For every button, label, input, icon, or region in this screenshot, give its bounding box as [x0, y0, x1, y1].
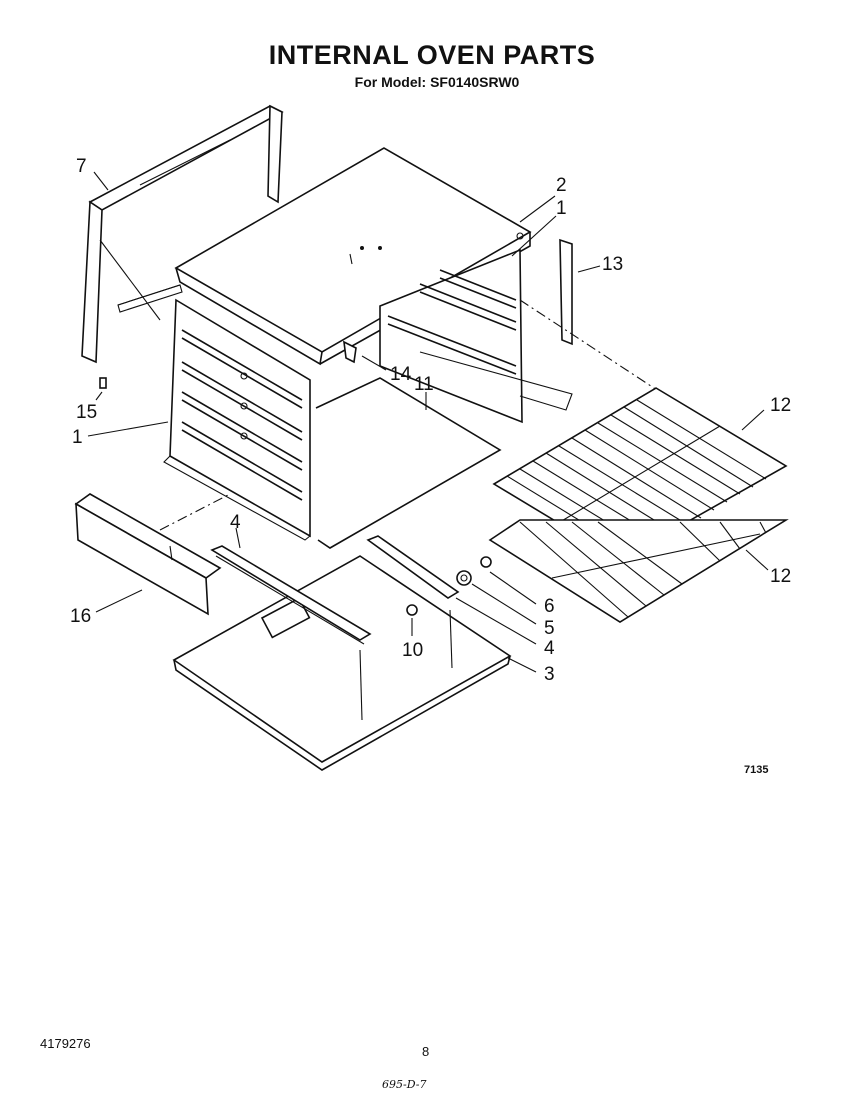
callout-14: 14 [390, 364, 412, 385]
callout-7: 7 [76, 156, 87, 177]
callout-12-top: 12 [770, 395, 791, 416]
part-12-oven-rack-bottom [488, 519, 789, 623]
part-5-bearing [456, 570, 472, 586]
page-number: 8 [422, 1044, 430, 1059]
part-15-screw [99, 377, 107, 389]
callout-4-right: 4 [544, 638, 555, 659]
document-number: 4179276 [40, 1036, 91, 1051]
part-1-left-side-panel [163, 298, 311, 541]
callout-3: 3 [544, 664, 555, 685]
handwritten-code: 695-D-7 [382, 1078, 427, 1091]
figure-number: 7135 [744, 764, 769, 776]
callout-12-bottom: 12 [770, 566, 791, 587]
callout-16: 16 [70, 606, 91, 627]
callout-4-left: 4 [230, 512, 241, 533]
callout-1-left: 1 [72, 427, 83, 448]
leader-lines [87, 171, 769, 673]
callout-11: 11 [414, 374, 434, 395]
page-title: INTERNAL OVEN PARTS [268, 40, 596, 70]
part-11-bottom-liner [315, 377, 502, 549]
model-subtitle: For Model: SF0140SRW0 [354, 74, 520, 90]
callout-6: 6 [544, 596, 555, 617]
callout-15: 15 [76, 402, 97, 423]
part-4-rail-left [210, 545, 372, 645]
part-4-rail-right [366, 535, 460, 599]
callout-1-top: 1 [556, 198, 567, 219]
part-13-bracket [559, 238, 573, 346]
callout-13: 13 [602, 254, 623, 275]
callout-10: 10 [402, 640, 423, 661]
part-14-clip [343, 340, 357, 364]
callout-2: 2 [556, 175, 567, 196]
part-3-bottom-panel [172, 555, 512, 771]
part-10-nut [406, 604, 418, 616]
callout-5: 5 [544, 618, 555, 639]
part-7-rear-frame [81, 104, 284, 364]
part-1-right-side-panel [379, 248, 573, 424]
part-16-front-trim [74, 493, 222, 616]
part-6-screw [480, 556, 492, 568]
